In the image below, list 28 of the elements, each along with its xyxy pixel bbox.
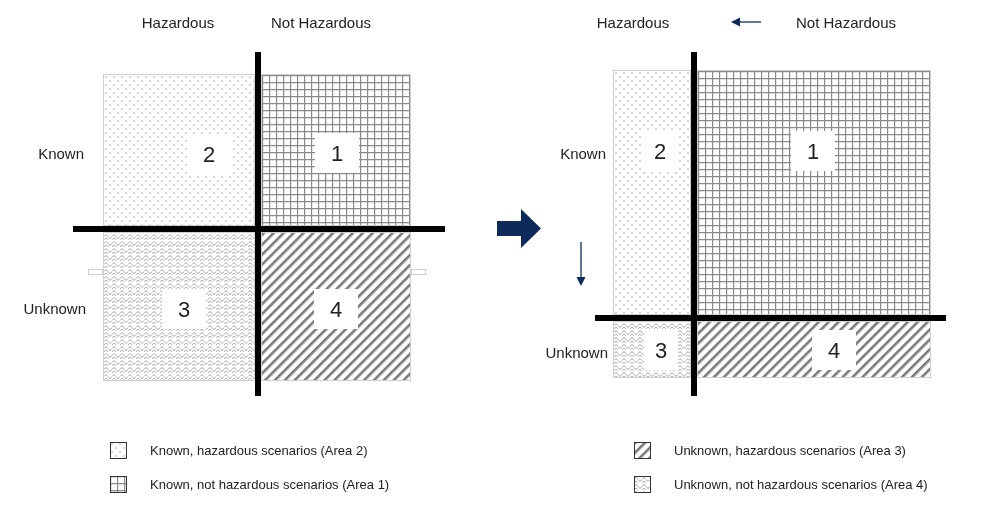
area-number: 4 (812, 330, 856, 370)
hatched-area (103, 74, 255, 226)
axis-label: Hazardous (596, 14, 670, 30)
legend-text: Unknown, not hazardous scenarios (Area 4) (674, 477, 928, 491)
hatched-area (261, 232, 411, 381)
axis-label: Not Hazardous (795, 14, 897, 30)
axis-label: Known (560, 145, 606, 161)
hatched-area (261, 74, 411, 226)
legend-text: Known, not hazardous scenarios (Area 1) (150, 477, 390, 491)
hatched-area (697, 321, 931, 378)
legend-text: Known, hazardous scenarios (Area 2) (150, 443, 368, 457)
hatched-area (613, 321, 691, 378)
axis-label: Unknown (23, 300, 86, 316)
legend-text: Unknown, hazardous scenarios (Area 3) (674, 443, 906, 457)
area-number: 2 (642, 131, 678, 171)
axis-label: Known (38, 145, 84, 161)
axis-label: Unknown (545, 344, 608, 360)
hatched-area (697, 70, 931, 315)
area-number: 2 (187, 134, 231, 174)
area-number: 1 (315, 133, 359, 173)
area-number: 1 (791, 131, 835, 171)
hatched-area (103, 232, 255, 381)
area-number: 4 (314, 289, 358, 329)
axis-label: Hazardous (141, 14, 215, 30)
axis-label: Not Hazardous (270, 14, 372, 30)
area-number: 3 (162, 289, 206, 329)
hatched-area (613, 70, 691, 315)
area-number: 3 (644, 330, 678, 370)
